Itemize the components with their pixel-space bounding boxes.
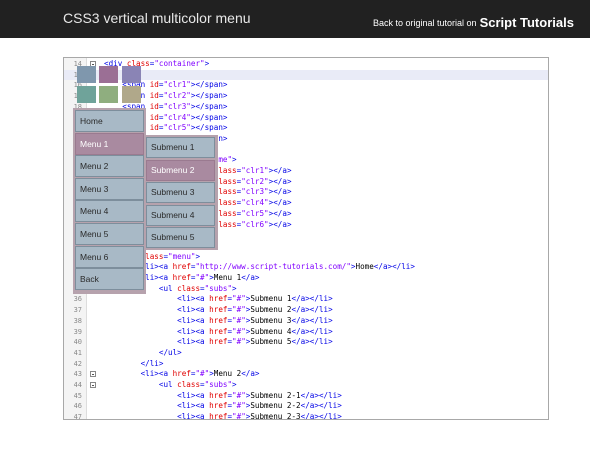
menu-item-menu-4[interactable]: Menu 4	[75, 200, 144, 223]
line-number: 18	[73, 102, 82, 111]
color-swatch-2[interactable]	[99, 66, 118, 83]
code-text: <li><a href="#">Submenu 2-1</a></li>	[177, 390, 342, 400]
code-line: 16 <span id="clr1"></span>	[64, 80, 548, 91]
submenu-item-1[interactable]: Submenu 1	[146, 137, 215, 158]
code-text: <li><a href="#">Menu 2</a>	[140, 369, 260, 379]
submenu-item-3[interactable]: Submenu 3	[146, 182, 215, 203]
code-line: 18 <span id="clr3"></span>	[64, 102, 548, 113]
code-line: 43 <li><a href="#">Menu 2</a>	[64, 369, 548, 380]
page-title: CSS3 vertical multicolor menu	[63, 10, 251, 26]
code-line: 36 <li><a href="#">Submenu 1</a></li>	[64, 294, 548, 305]
menu-item-back[interactable]: Back	[75, 268, 144, 291]
color-swatch-3[interactable]	[122, 66, 141, 83]
code-text: <li><a href="#">Submenu 2-2</a></li>	[177, 401, 342, 411]
submenu-item-5[interactable]: Submenu 5	[146, 227, 215, 248]
code-text: </li>	[140, 358, 164, 368]
code-line: 41 </ul>	[64, 348, 548, 359]
line-number: 44	[73, 381, 82, 389]
fold-toggle-icon[interactable]	[90, 371, 96, 378]
color-swatch-4[interactable]	[77, 86, 96, 103]
line-number: 43	[73, 370, 82, 379]
menu-item-menu-1[interactable]: Menu 1	[75, 132, 144, 155]
code-line: 46 <li><a href="#">Submenu 2-2</a></li>	[64, 401, 548, 412]
code-text: <li><a href="#">Submenu 2</a></li>	[177, 305, 333, 315]
code-text: <li><a href="http://www.script-tutorials…	[140, 262, 415, 272]
code-line: 44 <ul class="subs">	[64, 380, 548, 391]
code-line: 38 <li><a href="#">Submenu 3</a></li>	[64, 316, 548, 327]
line-number: 42	[73, 359, 82, 368]
submenu-item-4[interactable]: Submenu 4	[146, 204, 215, 226]
code-text: <li><a href="#">Submenu 2-3</a></li>	[177, 412, 342, 420]
submenu-item-2[interactable]: Submenu 2	[146, 159, 215, 181]
line-number: 47	[73, 413, 82, 420]
code-text: <span id="clr3"></span>	[122, 101, 228, 111]
code-line: 37 <li><a href="#">Submenu 2</a></li>	[64, 305, 548, 316]
color-swatch-6[interactable]	[122, 86, 141, 103]
code-text: <li><a href="#">Menu 1</a>	[140, 273, 260, 282]
line-number: 37	[73, 306, 82, 315]
code-text: <ul class="subs">	[158, 380, 237, 389]
fold-toggle-icon[interactable]	[90, 382, 96, 388]
line-number: 14	[73, 60, 82, 68]
back-link-text: Back to original tutorial on	[373, 18, 477, 28]
menu-item-menu-3[interactable]: Menu 3	[75, 177, 144, 200]
line-number: 45	[73, 391, 82, 400]
code-line: 39 <li><a href="#">Submenu 4</a></li>	[64, 327, 548, 338]
code-text: <li><a href="#">Submenu 5</a></li>	[177, 337, 333, 347]
code-line: 14 <div class="container">	[64, 59, 548, 70]
line-number: 36	[73, 295, 82, 304]
menu-item-menu-6[interactable]: Menu 6	[75, 245, 144, 268]
line-number: 46	[73, 402, 82, 411]
line-number: 39	[73, 327, 82, 336]
menu-item-menu-5[interactable]: Menu 5	[75, 222, 144, 245]
code-line: 47 <li><a href="#">Submenu 2-3</a></li>	[64, 412, 548, 420]
line-number: 41	[73, 348, 82, 357]
code-text: <span id="clr1"></span>	[122, 80, 228, 90]
top-bar: CSS3 vertical multicolor menu Back to or…	[0, 0, 590, 38]
code-text: <div class="container">	[104, 59, 210, 68]
color-swatch-1[interactable]	[77, 66, 96, 83]
code-text: <li><a href="#">Submenu 1</a></li>	[177, 294, 333, 304]
code-text: </ul>	[158, 347, 182, 357]
code-text: <li><a href="#">Submenu 4</a></li>	[177, 326, 333, 336]
code-line: 42 </li>	[64, 359, 548, 370]
line-number: 38	[73, 316, 82, 325]
code-text: <li><a href="#">Submenu 3</a></li>	[177, 315, 333, 325]
code-line: 45 <li><a href="#">Submenu 2-1</a></li>	[64, 391, 548, 402]
color-swatch-5[interactable]	[99, 86, 118, 103]
code-line: 40 <li><a href="#">Submenu 5</a></li>	[64, 337, 548, 348]
line-number: 40	[73, 338, 82, 347]
line-number: 16	[64, 80, 82, 91]
menu-item-home[interactable]: Home	[75, 110, 144, 132]
menu-item-menu-2[interactable]: Menu 2	[75, 155, 144, 178]
back-link-brand: Script Tutorials	[479, 15, 574, 30]
code-text: <ul class="subs">	[158, 283, 237, 293]
